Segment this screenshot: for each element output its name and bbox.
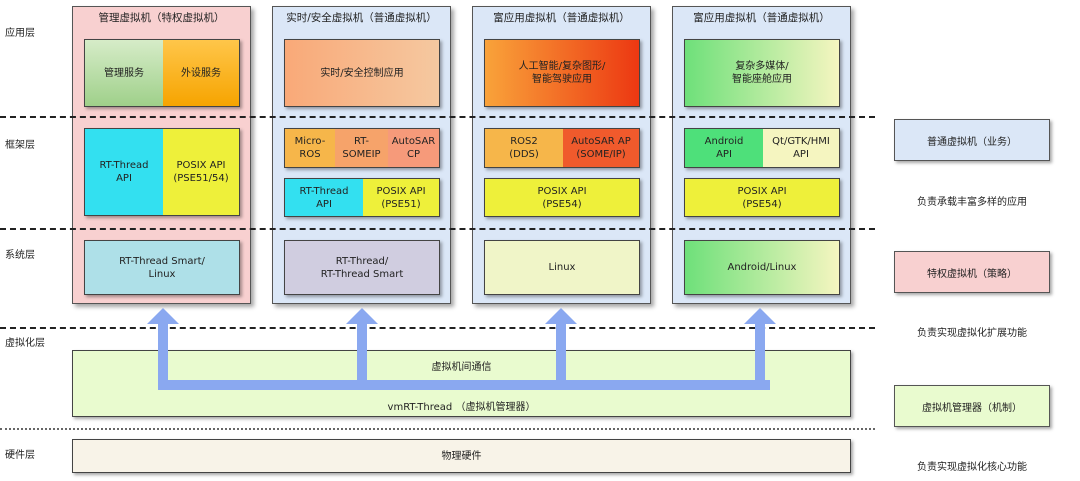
legend-normal-desc: 负责承载丰富多样的应用 bbox=[917, 197, 1027, 208]
posix-api: POSIX API (PSE51) bbox=[363, 179, 439, 216]
peripheral-service: 外设服务 bbox=[163, 40, 239, 106]
android-linux-system-box: Android/Linux bbox=[684, 240, 840, 295]
posix-api: POSIX API (PSE51/54) bbox=[163, 129, 239, 215]
rich-app-box-2: 复杂多媒体/ 智能座舱应用 bbox=[684, 39, 840, 107]
management-system-box: RT-Thread Smart/ Linux bbox=[84, 240, 240, 295]
arrow-head-up bbox=[346, 308, 378, 324]
vm-title: 实时/安全虚拟机（普通虚拟机） bbox=[286, 12, 437, 24]
arrow-shaft bbox=[755, 322, 765, 390]
arrow-head-up bbox=[744, 308, 776, 324]
layer-label-virtualization: 虚拟化层 bbox=[5, 338, 45, 349]
rich-app-box-1: 人工智能/复杂图形/ 智能驾驶应用 bbox=[484, 39, 640, 107]
arrow-head-up bbox=[147, 308, 179, 324]
realtime-app-box: 实时/安全控制应用 bbox=[284, 39, 440, 107]
physical-hardware-box: 物理硬件 bbox=[72, 439, 851, 473]
rt-thread-api: RT-Thread API bbox=[285, 179, 364, 216]
legend-privileged-desc: 负责实现虚拟化扩展功能 bbox=[917, 328, 1027, 339]
legend-vmm-desc: 负责实现虚拟化核心功能 bbox=[917, 462, 1027, 473]
posix-api: POSIX API (PSE54) bbox=[684, 178, 840, 217]
linux-system-box: Linux bbox=[484, 240, 640, 295]
rich-framework-top-2: Android API Qt/GTK/HMI API bbox=[684, 128, 840, 168]
realtime-system-box: RT-Thread/ RT-Thread Smart bbox=[284, 240, 440, 295]
management-framework-box: RT-Thread API POSIX API (PSE51/54) bbox=[84, 128, 240, 216]
vm-title: 管理虚拟机（特权虚拟机） bbox=[98, 12, 225, 24]
rich-framework-top-1: ROS2 (DDS) AutoSAR AP (SOME/IP) bbox=[484, 128, 640, 168]
layer-divider bbox=[0, 327, 875, 329]
layer-divider bbox=[0, 428, 875, 430]
layer-divider bbox=[0, 116, 875, 118]
arrow-shaft bbox=[556, 322, 566, 390]
legend-vmm: 虚拟机管理器（机制） bbox=[894, 385, 1050, 427]
layer-label-framework: 框架层 bbox=[5, 140, 35, 151]
management-app-box: 管理服务 外设服务 bbox=[84, 39, 240, 107]
android-api: Android API bbox=[685, 129, 764, 167]
autosar-ap: AutoSAR AP (SOME/IP) bbox=[563, 129, 639, 167]
autosar-cp: AutoSAR CP bbox=[388, 129, 439, 167]
arrow-shaft bbox=[357, 322, 367, 390]
ros2-dds: ROS2 (DDS) bbox=[485, 129, 564, 167]
layer-label-app: 应用层 bbox=[5, 28, 35, 39]
hypervisor-name: vmRT-Thread （虚拟机管理器） bbox=[387, 402, 536, 413]
rt-thread-api: RT-Thread API bbox=[85, 129, 164, 215]
layer-label-system: 系统层 bbox=[5, 250, 35, 261]
legend-normal-vm: 普通虚拟机（业务） bbox=[894, 119, 1050, 161]
inter-vm-communication-label: 虚拟机间通信 bbox=[431, 362, 492, 373]
vm-title: 富应用虚拟机（普通虚拟机） bbox=[493, 12, 630, 24]
layer-divider bbox=[0, 228, 875, 230]
rt-someip: RT- SOMEIP bbox=[335, 129, 389, 167]
realtime-framework-bottom: RT-Thread API POSIX API (PSE51) bbox=[284, 178, 440, 217]
communication-bus-line bbox=[158, 380, 770, 390]
qt-gtk-hmi-api: Qt/GTK/HMI API bbox=[763, 129, 839, 167]
layer-label-hardware: 硬件层 bbox=[5, 450, 35, 461]
legend-privileged-vm: 特权虚拟机（策略） bbox=[894, 251, 1050, 293]
arrow-shaft bbox=[158, 322, 168, 390]
realtime-framework-top: Micro- ROS RT- SOMEIP AutoSAR CP bbox=[284, 128, 440, 168]
posix-api: POSIX API (PSE54) bbox=[484, 178, 640, 217]
vm-title: 富应用虚拟机（普通虚拟机） bbox=[693, 12, 830, 24]
micro-ros: Micro- ROS bbox=[285, 129, 336, 167]
arrow-head-up bbox=[545, 308, 577, 324]
